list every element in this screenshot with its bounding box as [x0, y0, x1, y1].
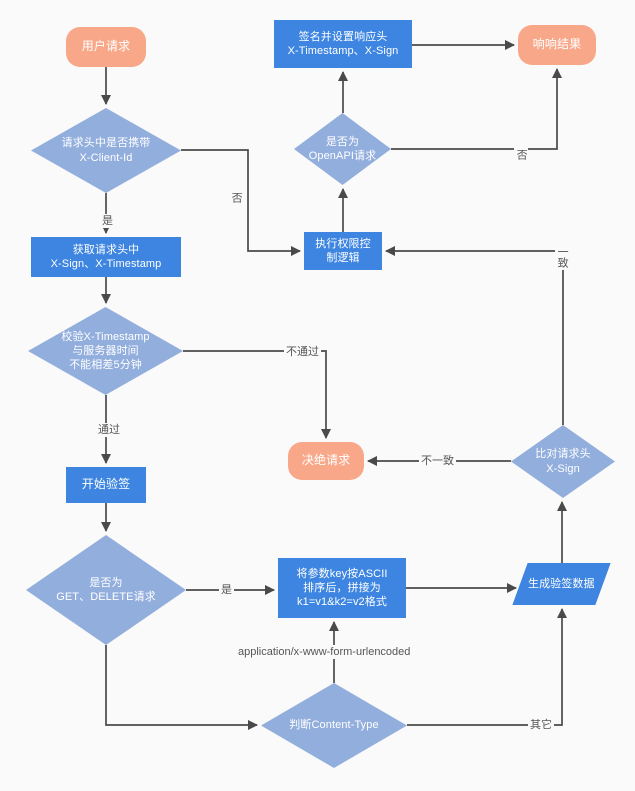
edge-method-no-to-contenttype — [105, 645, 259, 731]
node-check-timestamp[interactable]: 校验X-Timestamp 与服务器时间 不能相差5分钟 — [28, 307, 183, 395]
node-user-request[interactable]: 用户请求 — [66, 27, 146, 67]
node-sign-and-set-response-header[interactable]: 签名并设置响应头 X-Timestamp、X-Sign — [274, 20, 412, 68]
edge-label-timestamp-pass: 通过 — [96, 423, 122, 438]
node-label: 校验X-Timestamp 与服务器时间 不能相差5分钟 — [61, 330, 150, 372]
node-judge-content-type[interactable]: 判断Content-Type — [261, 683, 407, 768]
edge-label-yes-client-id: 是 — [100, 214, 115, 229]
node-label: 判断Content-Type — [289, 719, 379, 732]
node-sort-params-ascii[interactable]: 将参数key按ASCII 排序后，拼接为 k1=v1&k2=v2格式 — [278, 558, 406, 618]
edge-label-other-content-type: 其它 — [528, 718, 554, 733]
edge-label-no-client-id: 否 — [229, 190, 244, 205]
node-start-verify[interactable]: 开始验签 — [66, 467, 146, 503]
edge-compare-match-to-auth — [384, 245, 564, 425]
node-execute-auth-logic[interactable]: 执行权限控 制逻辑 — [304, 232, 382, 270]
node-label: 是否为 OpenAPI请求 — [308, 135, 377, 162]
node-get-request-headers[interactable]: 获取请求头中 X-Sign、X-Timestamp — [31, 237, 181, 277]
node-compare-x-sign[interactable]: 比对请求头 X-Sign — [511, 425, 615, 498]
node-is-openapi[interactable]: 是否为 OpenAPI请求 — [294, 113, 391, 185]
node-label: 请求头中是否携带 X-Client-Id — [61, 137, 151, 164]
edge-openapi-no-to-respresult — [391, 67, 563, 150]
edge-label-no-openapi: 否 — [514, 147, 529, 162]
edge-label-sign-match: 一致 — [555, 244, 570, 270]
edge-label-timestamp-fail: 不通过 — [284, 345, 321, 360]
edge-label-urlencoded: application/x-www-form-urlencoded — [236, 645, 413, 660]
node-generate-sign-data[interactable]: 生成验签数据 — [512, 563, 611, 605]
node-response-result[interactable]: 响响结果 — [518, 25, 596, 65]
edge-label-yes-get-delete: 是 — [219, 583, 234, 598]
node-reject-request[interactable]: 决绝请求 — [288, 442, 364, 480]
node-has-client-id[interactable]: 请求头中是否携带 X-Client-Id — [31, 108, 181, 193]
edge-contenttype-other-to-gensign — [407, 607, 568, 726]
node-is-get-delete[interactable]: 是否为 GET、DELETE请求 — [26, 535, 186, 645]
node-label: 生成验签数据 — [528, 577, 595, 590]
edge-label-sign-mismatch: 不一致 — [419, 454, 456, 469]
node-label: 比对请求头 X-Sign — [535, 448, 591, 475]
node-label: 是否为 GET、DELETE请求 — [56, 576, 156, 603]
edge-checkts-fail-to-reject — [183, 350, 332, 440]
